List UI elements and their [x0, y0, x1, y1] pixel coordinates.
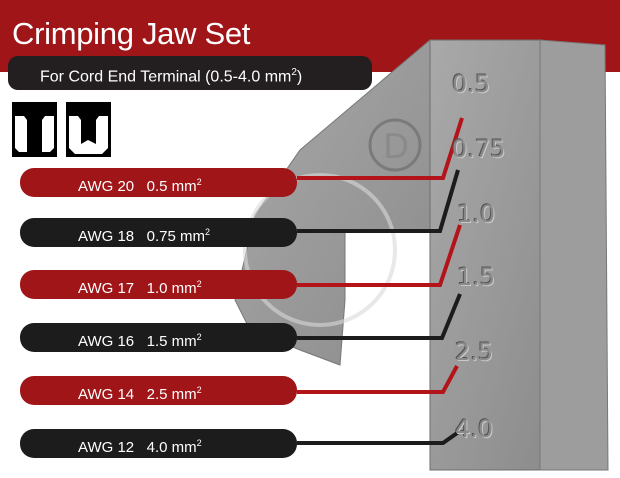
- size-label-awg12: AWG 12 4.0 mm2: [20, 429, 297, 458]
- leader-line-4.0: [297, 429, 462, 445]
- leader-line-0.75: [297, 169, 460, 233]
- cavity-label-0.5: 0.5: [452, 70, 491, 98]
- size-text: AWG 12 4.0 mm: [78, 439, 197, 456]
- subtitle-end: ): [296, 68, 303, 86]
- subtitle-superscript: 2: [291, 67, 297, 78]
- size-superscript: 2: [196, 438, 202, 448]
- size-superscript: 2: [196, 177, 202, 187]
- jaw-rail: [539, 39, 609, 471]
- size-label-awg17: AWG 17 1.0 mm2: [20, 270, 297, 299]
- subtitle-banner: For Cord End Terminal (0.5-4.0 mm2): [8, 56, 372, 90]
- jaw-marking-circle: [368, 118, 422, 172]
- crimp-profile-indent-icon: [66, 102, 111, 157]
- size-text: AWG 14 2.5 mm: [78, 386, 197, 403]
- size-superscript: 2: [196, 385, 202, 395]
- size-superscript: 2: [196, 279, 202, 289]
- jaw-marking: D: [383, 127, 409, 167]
- size-text: AWG 18 0.75 mm: [78, 228, 205, 245]
- size-text: AWG 20 0.5 mm: [78, 178, 197, 195]
- size-label-awg20: AWG 20 0.5 mm2: [20, 168, 297, 197]
- cavity-label-1.0: 1.0: [457, 200, 496, 228]
- size-text: AWG 17 1.0 mm: [78, 280, 197, 297]
- size-label-awg14: AWG 14 2.5 mm2: [20, 376, 297, 405]
- cavity-label-4.0: 4.0: [455, 415, 494, 443]
- subtitle-text: For Cord End Terminal (0.5-4.0 mm: [40, 68, 292, 86]
- size-label-awg16: AWG 16 1.5 mm2: [20, 323, 297, 352]
- cavity-label-0.75: 0.75: [452, 135, 506, 163]
- leader-line-0.5: [297, 117, 464, 180]
- cavity-label-2.5: 2.5: [455, 338, 494, 366]
- page-title: Crimping Jaw Set: [12, 16, 251, 51]
- watermark-seal: [243, 173, 397, 327]
- size-superscript: 2: [196, 332, 202, 342]
- leader-line-1.0: [297, 224, 462, 287]
- size-text: AWG 16 1.5 mm: [78, 333, 197, 350]
- leader-line-1.5: [297, 293, 462, 340]
- size-superscript: 2: [204, 227, 210, 237]
- crimp-profile-square-icon: [12, 102, 57, 157]
- cavity-label-1.5: 1.5: [457, 263, 496, 291]
- size-label-awg18: AWG 18 0.75 mm2: [20, 218, 297, 247]
- leader-line-2.5: [297, 365, 459, 394]
